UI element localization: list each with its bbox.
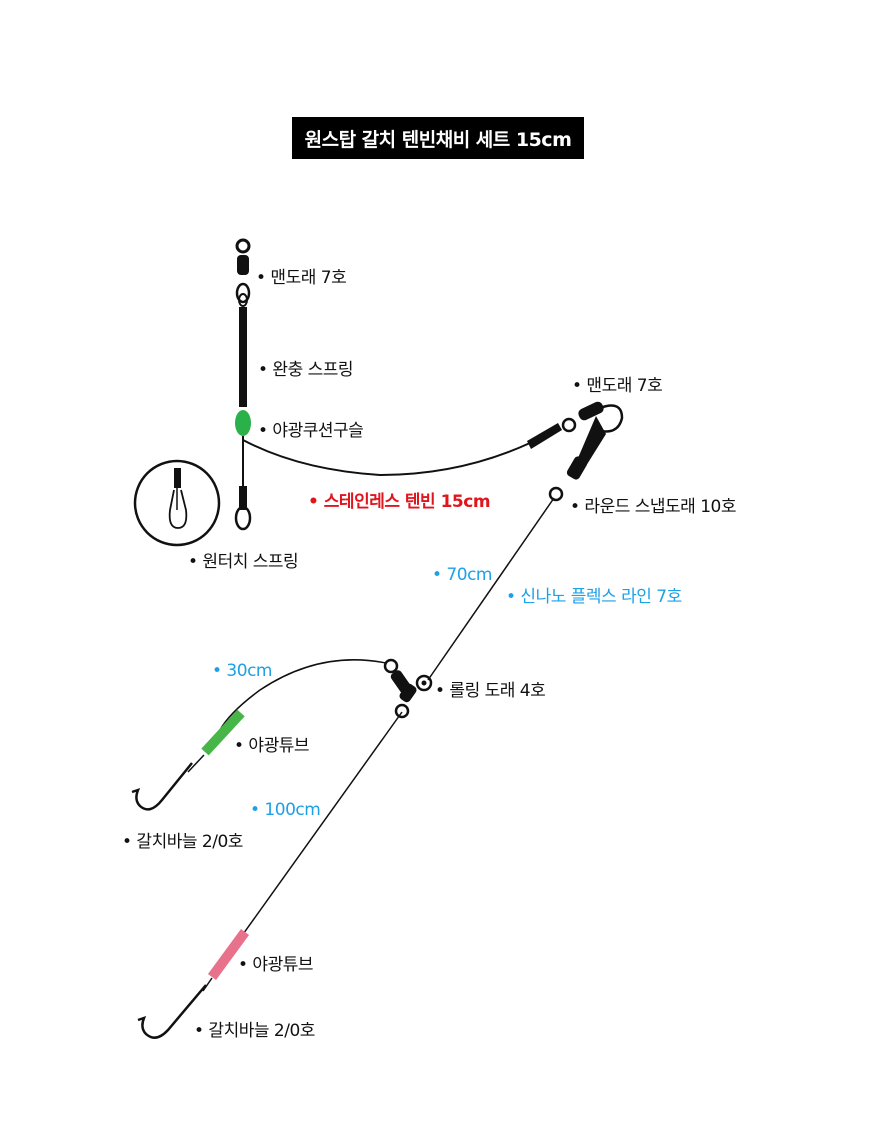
swivel-lower-loop: [235, 282, 251, 304]
title-text: 원스탑 갈치 텐빈채비 세트 15cm: [304, 128, 572, 151]
label-round-snap-swivel: • 라운드 스냅도래 10호: [570, 497, 737, 517]
label-length-100: • 100cm: [250, 800, 321, 820]
bottom-clip: [239, 486, 247, 510]
label-hook-lower: • 갈치바늘 2/0호: [194, 1021, 315, 1041]
swivel-barrel: [237, 255, 249, 275]
top-ring: [235, 238, 251, 254]
label-cushion-spring: • 완충 스프링: [258, 360, 354, 380]
rolling-swivel-shape: [383, 658, 433, 719]
label-swivel-top-right: • 맨도래 7호: [572, 376, 663, 396]
glow-bead-shape: [235, 410, 251, 436]
label-glow-bead: • 야광쿠션구슬: [258, 421, 364, 441]
lower-branch: [137, 929, 250, 1039]
main-line: [225, 497, 555, 959]
cushion-spring-coil: [239, 307, 247, 407]
label-length-70: • 70cm: [432, 565, 492, 585]
label-glow-tube-lower: • 야광튜브: [238, 955, 314, 975]
spring-top-loop: [238, 293, 248, 307]
label-one-touch-spring: • 원터치 스프링: [188, 552, 299, 572]
label-hook-upper: • 갈치바늘 2/0호: [122, 832, 243, 852]
label-shinano-line: • 신나노 플렉스 라인 7호: [506, 587, 682, 607]
bottom-loop: [234, 505, 252, 531]
tenbin-arm: [242, 401, 624, 502]
one-touch-spring-detail: [133, 459, 221, 547]
label-length-30: • 30cm: [212, 661, 272, 681]
upper-branch: [131, 659, 387, 811]
label-swivel-top-left: • 맨도래 7호: [256, 268, 347, 288]
label-glow-tube-upper: • 야광튜브: [234, 736, 310, 756]
left-vertical-assembly: [234, 238, 252, 531]
title-banner: 원스탑 갈치 텐빈채비 세트 15cm: [292, 117, 584, 159]
label-rolling-swivel: • 롤링 도래 4호: [435, 681, 546, 701]
label-stainless-tenbin: • 스테인레스 텐빈 15cm: [308, 492, 491, 512]
